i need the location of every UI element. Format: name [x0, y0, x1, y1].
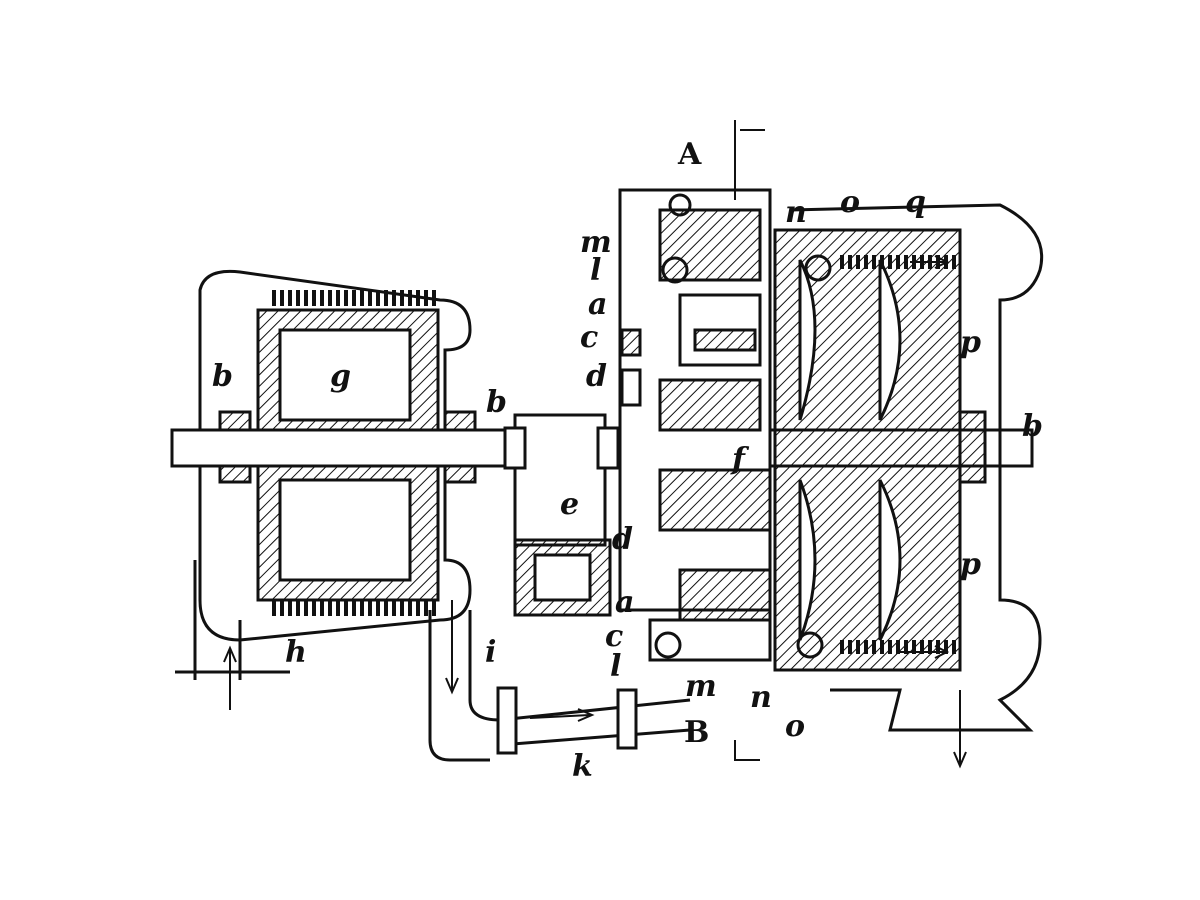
- label-o-lower: o: [785, 709, 806, 744]
- engine-section: [618, 188, 832, 662]
- label-a: a: [588, 287, 608, 322]
- label-k: k: [572, 749, 593, 784]
- label-h: h: [285, 635, 307, 670]
- label-n-lower: n: [750, 680, 772, 715]
- label-c: c: [580, 320, 599, 355]
- label-b-right: b: [1022, 409, 1043, 444]
- label-l: l: [590, 253, 602, 288]
- flow-arrows: [223, 120, 967, 769]
- label-d-lower: d: [612, 522, 633, 557]
- label-m-lower: m: [685, 669, 717, 704]
- label-q: q: [905, 185, 926, 220]
- section-mark-a: A: [678, 137, 702, 172]
- label-f: f: [732, 442, 745, 477]
- label-o: o: [840, 185, 861, 220]
- label-p-lower: p: [960, 547, 981, 582]
- label-i: i: [485, 635, 497, 670]
- label-e: e: [560, 487, 580, 522]
- label-a-lower: a: [615, 585, 635, 620]
- label-m: m: [580, 225, 612, 260]
- label-c-lower: c: [605, 619, 624, 654]
- right-turbine: [773, 203, 1044, 732]
- label-l-lower: l: [610, 649, 622, 684]
- section-mark-b: B: [684, 715, 710, 750]
- label-b-left: b: [212, 359, 233, 394]
- label-n: n: [785, 195, 807, 230]
- label-d: d: [586, 359, 607, 394]
- label-b-mid: b: [486, 385, 507, 420]
- coupling: [513, 413, 607, 547]
- label-p-upper: p: [960, 325, 981, 360]
- label-g: g: [330, 359, 351, 394]
